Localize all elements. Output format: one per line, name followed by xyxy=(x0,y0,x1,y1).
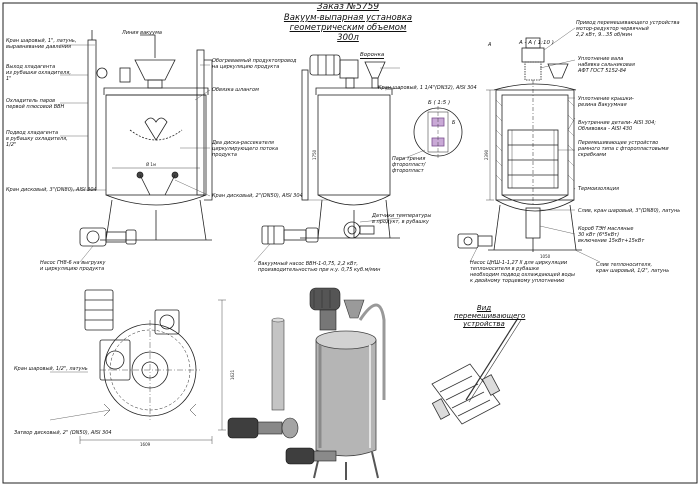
detail-b xyxy=(413,106,463,158)
side-tank-body xyxy=(317,94,391,196)
funnel-caption: Воронка xyxy=(360,52,385,59)
dim-h-plan: 1621 xyxy=(230,369,235,380)
dim-d-front: Ø 1м xyxy=(146,162,156,167)
iso-pipe xyxy=(358,303,386,400)
label-sliv-kran: Слив, кран шаровый, 3"(DN80), латунь xyxy=(578,208,681,214)
label-peremeshivayuschee: Перемешивающее устройство рамного типа с… xyxy=(578,140,669,158)
plan-motor-top xyxy=(84,289,114,331)
label-zatvor-diskovy: Затвор дисковый, 2" (DN50), AISI 304 xyxy=(14,430,112,436)
label-kran-sharovy-114: Кран шаровый, 1 1/4"(DN32), AISI 304 xyxy=(378,85,477,91)
section-pump xyxy=(457,233,493,249)
label-kran-sharovy-1: Кран шаровый, 1", латунь, выравнивание д… xyxy=(6,38,77,50)
iso-pump xyxy=(227,417,299,439)
dim-h-total: 2390 xyxy=(484,149,489,160)
label-termoizolyaciya: Термоизоляция xyxy=(578,186,619,192)
label-para-treniya: Пара трения фторопласт/ фторопласт xyxy=(392,156,426,174)
stirrer-frame xyxy=(431,363,501,425)
front-vacuum-line xyxy=(140,34,156,58)
iso-pump-2 xyxy=(285,447,337,465)
label-vakuumny-nasos: Вакуумный насос ВВН-1-0,75, 2,2 кВт, про… xyxy=(258,261,381,273)
side-circ-pump xyxy=(343,221,375,239)
plan-view xyxy=(79,289,226,444)
label-liniya-vakuuma: Линия вакуума xyxy=(122,30,162,36)
front-view xyxy=(79,30,213,247)
front-funnel xyxy=(134,59,176,81)
view-caption-line-3: устройства xyxy=(463,320,505,328)
label-obogrevaemy: Обогреваемый продуктопровод на циркуляци… xyxy=(212,58,297,70)
detail-b-mark: Б xyxy=(452,120,456,126)
label-korob-ten: Короб ТЭН масляные 30 кВт (6*5кВт) включ… xyxy=(578,226,645,244)
front-heated-pipe xyxy=(196,49,205,196)
label-kran-diskovy-2: Кран дисковый, 2"(DN50), AISI 304 xyxy=(212,193,303,199)
dim-h-mid: 1750 xyxy=(312,149,317,160)
section-a-a-caption: А - А ( 1:10 ) xyxy=(519,40,554,46)
section-b-caption: Б ( 1:5 ) xyxy=(428,100,451,106)
stirrer-view-caption: Вид перемешивающего устройства xyxy=(454,304,526,328)
label-obvyazka: Обвязка шлангом xyxy=(212,87,259,93)
section-drive xyxy=(521,37,545,81)
plan-pump xyxy=(99,339,131,381)
front-heart-shape xyxy=(144,117,168,141)
title-line-3: геометрическим объемом 300л xyxy=(289,23,407,43)
iso-funnel xyxy=(343,299,365,319)
section-stirrer-frame xyxy=(507,129,559,189)
label-privod: Привод перемешивающего устройства мотор-… xyxy=(576,20,680,38)
title-block: Заказ №5759 Вакуум-выпарная установка ге… xyxy=(278,2,418,43)
stirrer-shaft xyxy=(465,317,519,401)
iso-tank-body xyxy=(315,339,377,457)
section-a-mark: А xyxy=(488,42,492,48)
label-vnutrennie: Внутренние детали- AISI 304; Обливовка -… xyxy=(578,120,656,132)
label-ohladitel-parov: Охладитель паров первой плюсовой ВВН xyxy=(6,98,65,110)
label-vyhod-hladagenta: Выход хладагента из рубашки охладителя, … xyxy=(6,64,71,82)
dim-w-plan: 1609 xyxy=(140,442,151,447)
label-podvod-hladagenta: Подвод хладагента в рубашку охладителя, … xyxy=(6,130,68,148)
stirrer-view xyxy=(431,317,522,425)
label-kran-sharovy-12: Кран шаровый, 1/2", латунь xyxy=(14,366,88,372)
title-line-2: Вакуум-выпарная установка xyxy=(283,13,413,23)
label-uplotnenie: Уплотнение вала набивка сальниковая АФТ … xyxy=(578,56,635,74)
front-pump xyxy=(79,227,137,247)
label-dva-diska: Два диска-рассекателя циркулирующего пот… xyxy=(212,140,279,158)
side-tank-bottom xyxy=(317,194,391,206)
iso-motor xyxy=(309,287,341,331)
view-caption-line-1: Вид xyxy=(476,304,492,312)
leader-lines xyxy=(49,27,601,421)
front-tank-body xyxy=(105,94,207,196)
order-number: Заказ №5759 xyxy=(316,2,380,12)
label-datchiki-temp: Датчики температуры в продукт, в рубашку xyxy=(372,213,432,225)
front-condenser xyxy=(87,39,97,191)
side-funnel xyxy=(364,61,386,79)
front-tank-bottom xyxy=(105,194,207,206)
section-a-a xyxy=(457,37,582,252)
iso-condenser xyxy=(271,319,285,411)
side-vacuum-pump xyxy=(261,225,319,245)
label-kran-diskovy-3: Кран дисковый, 3"(DN80), AISI 304 xyxy=(6,187,97,193)
view-caption-line-2: перемешивающего xyxy=(454,312,526,320)
plan-motor-right xyxy=(154,309,180,335)
label-nasos-gn8: Насос ГН8-6 на выгрузку и циркуляцию про… xyxy=(40,260,106,272)
label-sliv-teplonositelya: Слив теплоносителя, кран шаровый, 1/2", … xyxy=(596,262,670,274)
side-view xyxy=(261,54,400,245)
label-nasos-sh: Насос ЦНШ-1-1,27 II для циркуляции тепло… xyxy=(470,260,575,284)
front-tank-lid xyxy=(103,87,209,95)
label-uplotnenie-kr: Уплотнение крышки- резина Вакуумная xyxy=(578,96,634,108)
side-motor xyxy=(309,54,359,89)
iso-render xyxy=(227,287,386,480)
dim-side: 1050 xyxy=(540,254,551,259)
